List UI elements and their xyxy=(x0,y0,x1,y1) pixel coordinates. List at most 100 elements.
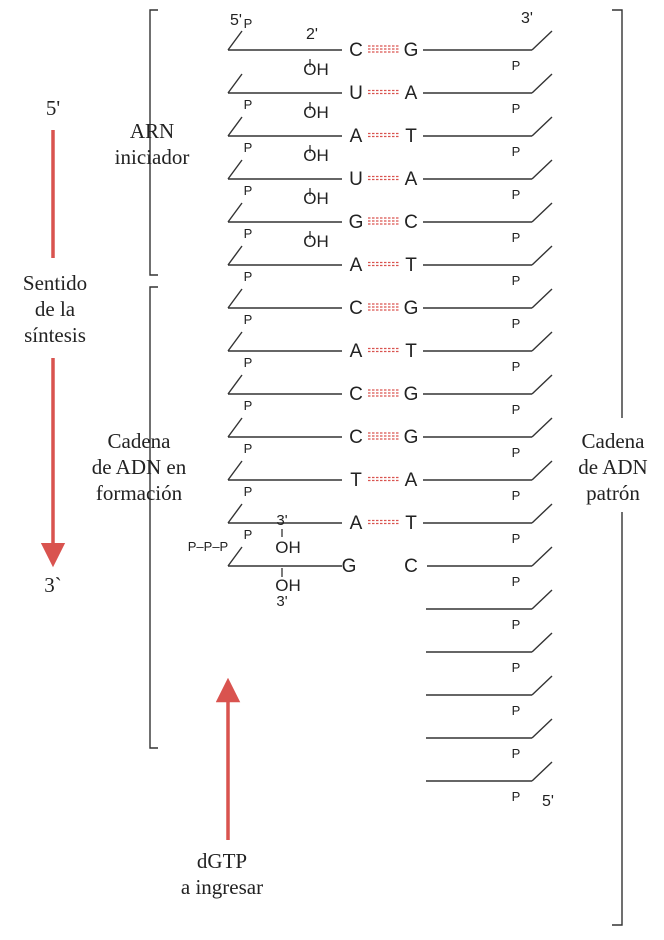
template-bracket-lower xyxy=(612,512,623,926)
right-backbone-slant xyxy=(531,288,553,309)
direction-label: Sentido de la síntesis xyxy=(0,270,110,348)
template-slant xyxy=(531,761,553,782)
left-base-letter: C xyxy=(349,384,363,405)
primer-label-line-2: iniciador xyxy=(114,145,190,169)
phosphate-label: P xyxy=(512,273,521,288)
right-base-letter: G xyxy=(404,427,419,448)
hydroxyl-label: OH xyxy=(303,103,329,122)
left-base-letter: A xyxy=(350,255,363,276)
left-backbone-slant xyxy=(227,417,243,438)
phosphate-label: P xyxy=(244,183,253,198)
phosphate-label: P xyxy=(512,101,521,116)
phosphate-label: P xyxy=(512,187,521,202)
incoming-backbone-slant xyxy=(227,546,243,567)
phosphate-label: P xyxy=(512,445,521,460)
right-backbone-slant xyxy=(531,202,553,223)
left-base-letter: C xyxy=(349,40,363,61)
phosphate-label: P xyxy=(244,269,253,284)
phosphate-label: P xyxy=(244,527,253,542)
left-backbone-slant xyxy=(227,288,243,309)
template-label-line-1: Cadena xyxy=(581,429,645,453)
carbon-3-lower-label: 3' xyxy=(276,593,287,610)
phosphate-label: P xyxy=(512,703,521,718)
new-strand-label-line-3: formación xyxy=(95,481,183,505)
right-base-letter: T xyxy=(405,513,417,534)
direction-bottom-end-label: 3` xyxy=(44,573,62,597)
phosphate-label: P xyxy=(512,746,521,761)
right-base-letter: A xyxy=(405,83,418,104)
hydroxyl-label: OH xyxy=(303,60,329,79)
phosphate-label: P xyxy=(244,226,253,241)
template-label-line-3: patrón xyxy=(586,481,640,505)
phosphate-label: P xyxy=(512,531,521,546)
template-label-line-2: de ADN xyxy=(578,455,648,479)
incoming-template-base-letter: C xyxy=(404,556,418,577)
right-base-letter: T xyxy=(405,126,417,147)
phosphate-label: P xyxy=(244,398,253,413)
right-backbone-slant xyxy=(531,30,553,51)
new-strand-label: Cadena de ADN en formación xyxy=(70,428,208,506)
new-strand-label-line-2: de ADN en xyxy=(91,455,187,479)
left-base-letter: G xyxy=(349,212,364,233)
carbon-3-upper-label: 3' xyxy=(276,512,287,529)
right-base-letter: A xyxy=(405,169,418,190)
incoming-label-line-1: dGTP xyxy=(196,849,248,873)
template-slant xyxy=(531,718,553,739)
left-backbone-slant xyxy=(227,374,243,395)
incoming-template-slant xyxy=(531,546,553,567)
direction-label-line-1: Sentido xyxy=(22,271,88,295)
phosphate-label: P xyxy=(512,402,521,417)
hydroxyl-label: OH xyxy=(303,232,329,251)
right-backbone-slant xyxy=(531,116,553,137)
new-strand-bracket xyxy=(149,286,158,749)
left-backbone-slant xyxy=(227,159,243,180)
left-backbone-slant xyxy=(227,202,243,223)
carbon-2-label: 2' xyxy=(306,26,318,43)
strand-top-right-end-label: 3' xyxy=(521,10,533,27)
left-backbone-slant xyxy=(227,460,243,481)
direction-top-end-label: 5' xyxy=(45,96,61,120)
phosphate-label: P xyxy=(244,97,253,112)
primer-label-line-1: ARN xyxy=(129,119,175,143)
left-base-letter: U xyxy=(349,83,363,104)
left-backbone-slant xyxy=(227,116,243,137)
left-backbone-slant xyxy=(227,73,243,94)
strand-bottom-right-end-label: 5' xyxy=(542,793,554,810)
template-slant xyxy=(531,675,553,696)
direction-label-line-2: de la xyxy=(34,297,76,321)
phosphate-label: P xyxy=(244,16,253,31)
hydroxyl-label: OH xyxy=(275,576,301,595)
phosphate-label: P xyxy=(512,660,521,675)
phosphate-label: P xyxy=(512,144,521,159)
template-slant xyxy=(531,589,553,610)
incoming-label-line-2: a ingresar xyxy=(180,875,264,899)
right-backbone-slant xyxy=(531,460,553,481)
right-base-letter: T xyxy=(405,255,417,276)
right-base-letter: G xyxy=(404,40,419,61)
phosphate-label: P xyxy=(512,789,521,804)
direction-label-line-3: síntesis xyxy=(24,323,86,347)
right-backbone-slant xyxy=(531,245,553,266)
phosphate-label: P xyxy=(244,441,253,456)
left-backbone-slant xyxy=(227,331,243,352)
right-base-letter: G xyxy=(404,384,419,405)
left-base-letter: C xyxy=(349,427,363,448)
left-base-letter: A xyxy=(350,341,363,362)
left-base-letter: A xyxy=(350,126,363,147)
hydroxyl-label: OH xyxy=(303,146,329,165)
left-backbone-slant xyxy=(227,245,243,266)
left-base-letter: U xyxy=(349,169,363,190)
right-base-letter: C xyxy=(404,212,418,233)
left-backbone-slant xyxy=(227,503,243,524)
right-backbone-slant xyxy=(531,73,553,94)
template-label: Cadena de ADN patrón xyxy=(562,428,664,506)
phosphate-label: P xyxy=(244,484,253,499)
phosphate-label: P xyxy=(512,58,521,73)
strand-top-left-end-label: 5' xyxy=(230,12,242,29)
left-base-letter: A xyxy=(350,513,363,534)
right-base-letter: T xyxy=(405,341,417,362)
hydroxyl-label: OH xyxy=(303,189,329,208)
right-backbone-slant xyxy=(531,159,553,180)
